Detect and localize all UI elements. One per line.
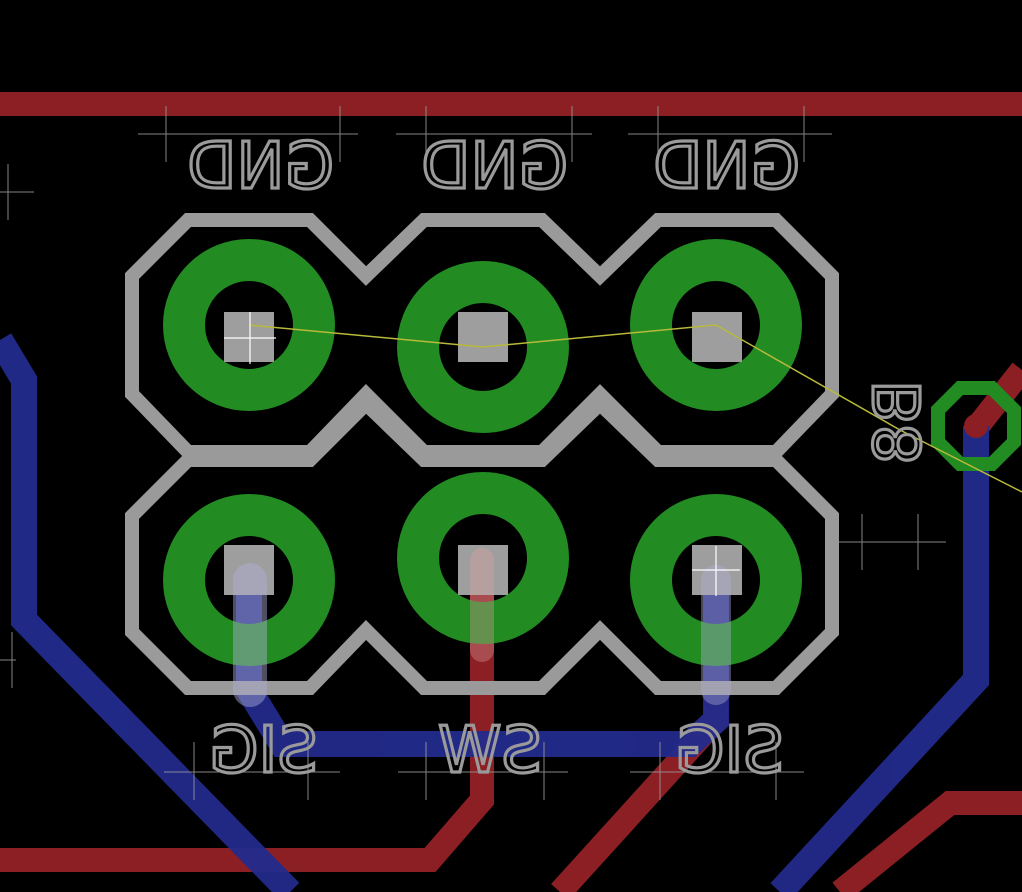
pad-ring bbox=[630, 494, 802, 666]
outline-top-row bbox=[125, 213, 839, 459]
pad-drill bbox=[224, 312, 274, 362]
pad-5[interactable] bbox=[397, 472, 569, 644]
pad-ring bbox=[397, 472, 569, 644]
connector-outline bbox=[125, 213, 839, 695]
pad-1[interactable] bbox=[163, 239, 335, 411]
trace-overlays bbox=[233, 548, 731, 707]
label-sw: SW bbox=[438, 714, 542, 788]
top-trace-lower-right[interactable] bbox=[832, 791, 1022, 892]
pad-drill bbox=[692, 312, 742, 362]
pad-ring bbox=[163, 239, 335, 411]
via-drill bbox=[964, 414, 988, 438]
pad-4[interactable] bbox=[163, 494, 335, 666]
pad-array bbox=[163, 239, 802, 666]
bottom-trace-left[interactable] bbox=[0, 333, 300, 892]
silkscreen-labels: GND GND GND SIG SW SIG B8 bbox=[186, 128, 938, 789]
pad-drill bbox=[224, 545, 274, 595]
label-sig-left: SIG bbox=[209, 714, 318, 788]
airwire bbox=[248, 324, 1022, 493]
pad-ring bbox=[397, 261, 569, 433]
bottom-trace-via[interactable] bbox=[770, 426, 989, 892]
pad-ring bbox=[630, 239, 802, 411]
text-anchors bbox=[0, 106, 946, 800]
label-gnd-left: GND bbox=[187, 130, 334, 204]
label-designator: B8 bbox=[862, 380, 936, 465]
label-sig-right: SIG bbox=[675, 714, 784, 788]
bottom-copper-layer bbox=[0, 333, 989, 892]
label-gnd-right: GND bbox=[653, 130, 800, 204]
pad-ring bbox=[163, 494, 335, 666]
pad-drill bbox=[458, 545, 508, 595]
pad-3[interactable] bbox=[630, 239, 802, 411]
label-gnd-middle: GND bbox=[421, 130, 568, 204]
top-trace-sw[interactable] bbox=[0, 560, 494, 872]
via[interactable] bbox=[931, 381, 1021, 471]
via-ring bbox=[931, 381, 1021, 471]
origin-cross-pad-6 bbox=[692, 546, 740, 596]
outline-bottom-row bbox=[125, 394, 839, 695]
pad-drill bbox=[458, 312, 508, 362]
origin-cross-pad-1 bbox=[224, 312, 276, 364]
origin-crosses bbox=[224, 312, 740, 596]
pad-2[interactable] bbox=[397, 261, 569, 433]
bottom-trace-sig-bridge[interactable] bbox=[236, 580, 729, 757]
